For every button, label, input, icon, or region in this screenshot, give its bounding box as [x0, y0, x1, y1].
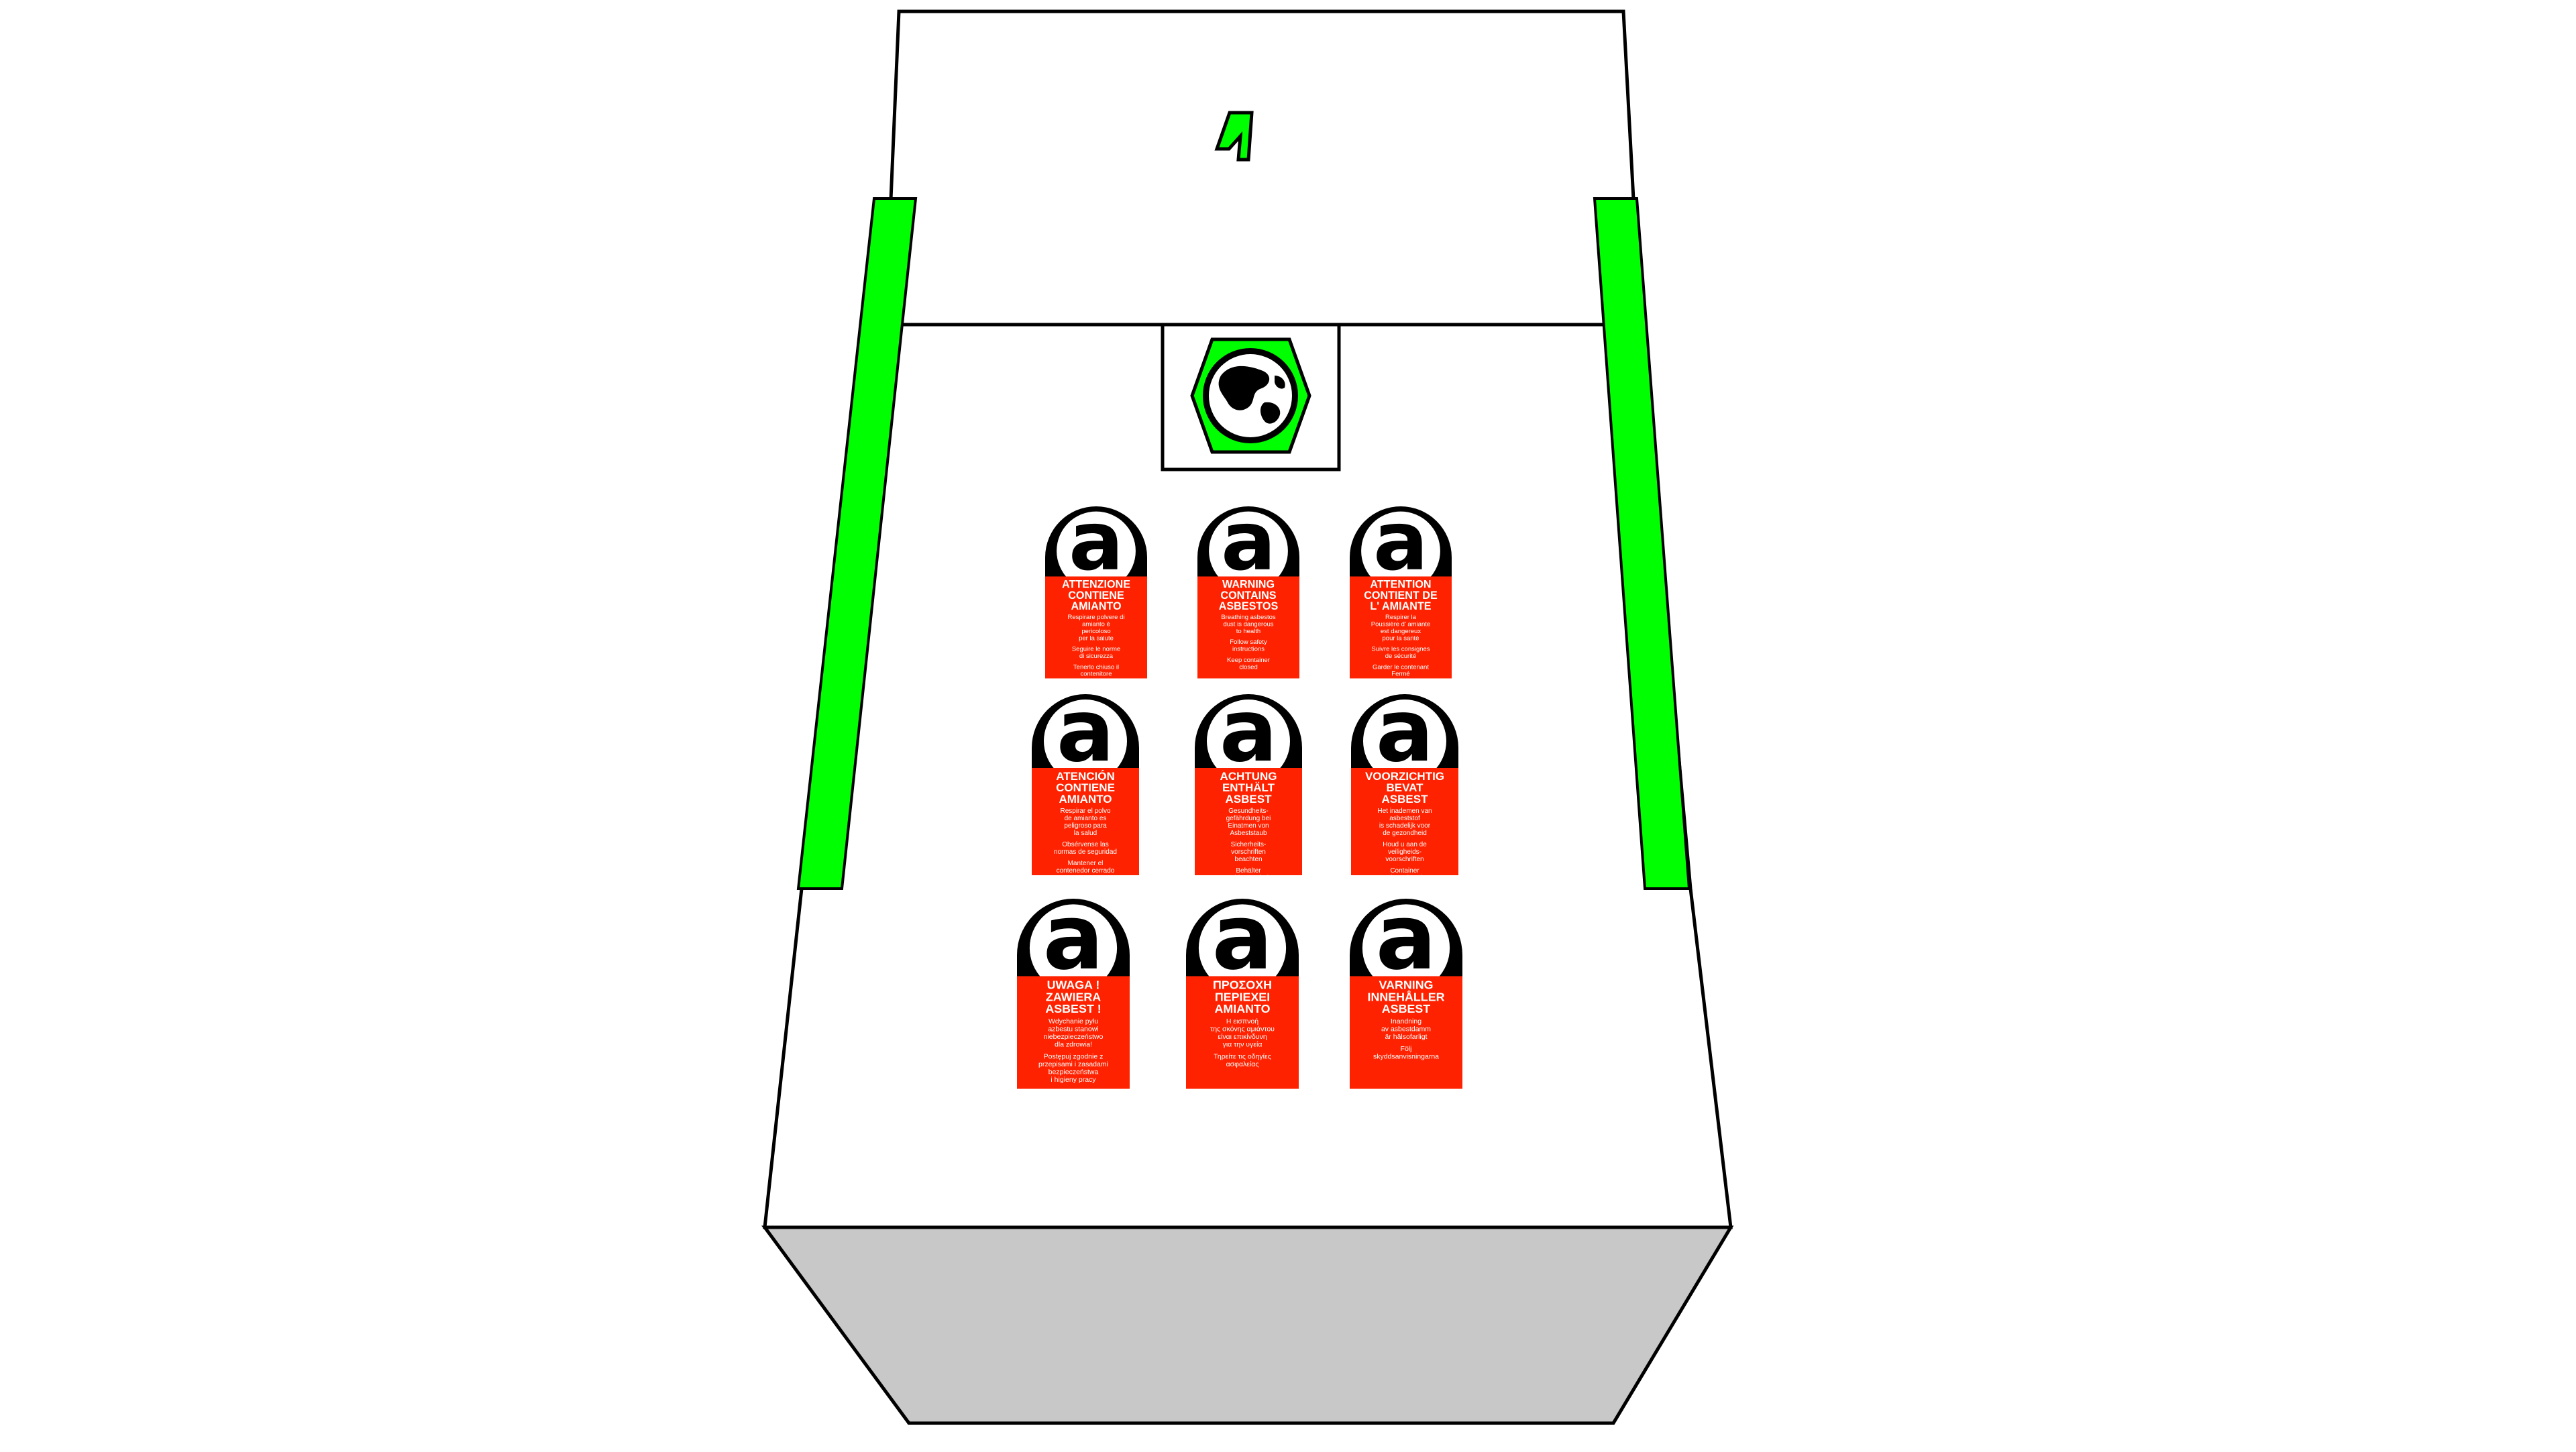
label-instruction: Τηρείτε τις οδηγίες ασφαλείας [1214, 1052, 1271, 1069]
asbestos-a-symbol: a [1045, 506, 1147, 577]
symbol-circle [1362, 904, 1450, 976]
label-instruction: Respirer la Poussière d' amiante est dan… [1371, 614, 1431, 643]
label-instruction: Respirar el polvo de amianto es peligros… [1060, 807, 1111, 837]
asbestos-a-symbol: a [1195, 694, 1302, 768]
symbol-letter: a [1375, 694, 1434, 768]
label-instruction: Wdychanie pyłu azbestu stanowi niebezpie… [1043, 1017, 1104, 1049]
label-instruction: Η εισπνοή της σκόνης αμιάντου είναι επικ… [1210, 1017, 1275, 1049]
label-instruction: Inandning av asbestdamm är hälsofarligt [1381, 1017, 1432, 1042]
label-instruction: Keep container closed [1227, 657, 1270, 671]
right-green-rail [1593, 197, 1691, 890]
label-instruction: Postępuj zgodnie z przepisami i zasadami… [1038, 1052, 1108, 1084]
label-instruction: Seguire le norme di sicurezza [1071, 646, 1121, 660]
box-front-side [761, 1225, 1734, 1425]
asbestos-a-symbol: a [1350, 506, 1452, 577]
symbol-circle [1361, 511, 1440, 577]
label-instruction: Suivre les consignes de sécurité [1371, 646, 1430, 660]
label-title: WARNING CONTAINS ASBESTOS [1218, 578, 1279, 612]
label-instruction: Behälter Geschlossen halten [1219, 867, 1278, 882]
label-instruction: Follow safety instructions [1230, 638, 1267, 653]
label-title: VOORZICHTIG BEVAT ASBEST [1364, 770, 1445, 805]
symbol-letter: a [1042, 899, 1104, 976]
symbol-letter: a [1219, 694, 1278, 768]
symbol-circle [1057, 511, 1136, 577]
symbol-circle [1209, 511, 1288, 577]
label-instruction: Gesundheits- gefährdung bei Einatmen von… [1226, 807, 1271, 837]
symbol-circle [1207, 700, 1290, 768]
label-instruction: Tenerlo chiuso il contenitore [1073, 663, 1120, 678]
symbol-circle [1363, 700, 1446, 768]
symbol-letter: a [1375, 899, 1437, 976]
asbestos-a-symbol: a [1351, 694, 1458, 768]
label-title: ACHTUNG ENTHÄLT ASBEST [1220, 770, 1277, 805]
up-arrow-icon [1214, 111, 1254, 162]
label-title: ΠΡΟΣΟΧΗ ΠΕΡΙΕΧΕΙ ΑΜΙΑΝΤΟ [1212, 978, 1273, 1016]
label-title: ATTENTION CONTIENT DE L' AMIANTE [1364, 578, 1438, 612]
asbestos-a-symbol: a [1350, 899, 1462, 976]
label-instruction: Het inademen van asbeststof is schadelij… [1377, 807, 1432, 837]
label-instruction: Mantener el contenedor cerrado [1056, 860, 1115, 875]
symbol-circle [1029, 904, 1118, 976]
globe-hexagon-icon [1190, 337, 1311, 454]
symbol-circle [1198, 904, 1287, 976]
label-title: VARNING INNEHÅLLER ASBEST [1367, 978, 1445, 1016]
label-instruction: Obsérvense las normas de seguridad [1054, 841, 1117, 856]
symbol-letter: a [1220, 506, 1277, 577]
asbestos-a-symbol: a [1197, 506, 1299, 577]
label-instruction: Houd u aan de veiligheids- voorschriften [1383, 841, 1427, 863]
label-instruction: Container gesloten houden [1380, 867, 1430, 882]
label-title: ATTENZIONE CONTIENE AMIANTO [1061, 578, 1130, 612]
symbol-letter: a [1056, 694, 1115, 768]
label-instruction: Breathing asbestos dust is dangerous to … [1221, 614, 1276, 635]
symbol-circle [1044, 700, 1127, 768]
asbestos-a-symbol: a [1017, 899, 1130, 976]
symbol-letter: a [1373, 506, 1429, 577]
label-instruction: Följ skyddsanvisningarna [1373, 1045, 1440, 1061]
symbol-letter: a [1212, 899, 1273, 976]
label-text-panel: UWAGA ! ZAWIERA ASBEST !Wdychanie pyłu a… [1017, 976, 1130, 1089]
left-green-rail [796, 197, 918, 890]
label-title: ATENCIÓN CONTIENE AMIANTO [1056, 770, 1115, 805]
label-instruction: Sicherheits- vorschriften beachten [1230, 841, 1267, 863]
asbestos-a-symbol: a [1186, 899, 1299, 976]
label-title: UWAGA ! ZAWIERA ASBEST ! [1045, 978, 1102, 1016]
asbestos-a-symbol: a [1032, 694, 1139, 768]
label-instruction: Respirare polvere di amianto è pericolos… [1067, 614, 1125, 643]
label-instruction: Garder le contenant Fermé [1373, 663, 1429, 678]
symbol-letter: a [1068, 506, 1124, 577]
